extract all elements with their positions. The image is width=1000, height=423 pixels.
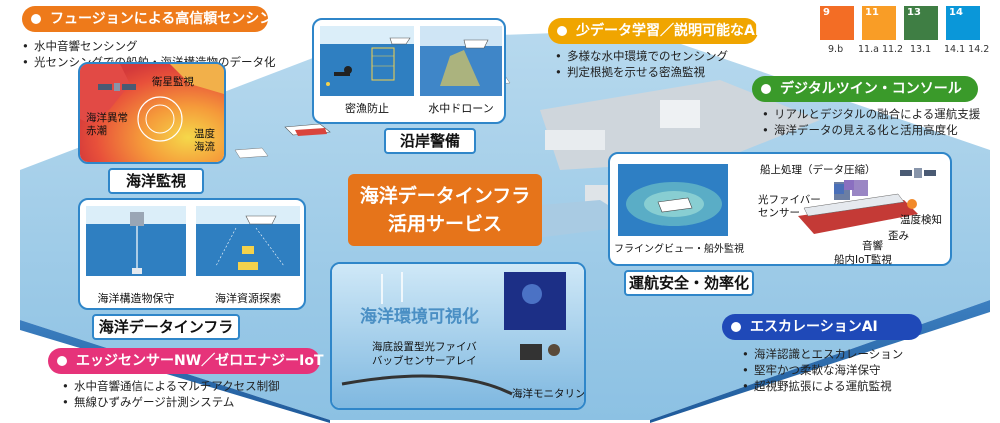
sdg-11-number: 11 xyxy=(865,7,879,18)
small-data-ai-pill: 少データ学習／説明可能なAI xyxy=(548,18,761,44)
digital-twin-title: デジタルツイン・コンソール xyxy=(780,81,962,97)
navigation-label: 運航安全・効率化 xyxy=(624,270,754,296)
fusion-bullet: 水中音響センシング xyxy=(22,38,276,54)
sdg-11-icon: 11 xyxy=(862,6,896,40)
structure-maintenance-caption: 海洋構造物保守 xyxy=(97,292,175,305)
temperature-detection-label: 温度検知 xyxy=(900,214,942,226)
escalation-ai-title: エスカレーションAI xyxy=(750,319,878,335)
sdg-14-number: 14 xyxy=(949,7,963,18)
small-data-bullets: 多様な水中環境でのセンシング 判定根拠を示せる密漁監視 xyxy=(555,48,728,80)
ocean-monitoring-card: 衛星監視 海洋異常 赤潮 温度 海流 xyxy=(78,62,226,164)
small-data-bullet: 判定根拠を示せる密漁監視 xyxy=(555,64,728,80)
flying-view-image xyxy=(618,164,728,236)
fiber-sensor-line2: センサー xyxy=(758,207,800,219)
sdg-9-icon: 9 xyxy=(820,6,854,40)
sdg-14-target: 14.1 14.2 xyxy=(944,44,990,55)
edge-sensor-bullet: 水中音響通信によるマルチアクセス制御 xyxy=(62,378,280,394)
center-title-box: 海洋データインフラ 活用サービス xyxy=(348,174,542,246)
coastal-guard-label: 沿岸警備 xyxy=(384,128,476,154)
bullet-dot-icon xyxy=(557,26,567,36)
fiber-sensor-line1: 光ファイバー xyxy=(758,194,821,206)
bullet-dot-icon xyxy=(731,322,741,332)
anti-poaching-caption: 密漁防止 xyxy=(345,102,389,115)
temperature-line: 温度 xyxy=(194,128,215,140)
ocean-anomaly-line1: 海洋異常 xyxy=(86,112,128,124)
sdg-13-number: 13 xyxy=(907,7,921,18)
fusion-sensing-pill: フュージョンによる高信頼センシング xyxy=(22,6,287,32)
ocean-monitoring-caption: 海洋モニタリング xyxy=(512,388,586,400)
small-data-ai-title: 少データ学習／説明可能なAI xyxy=(576,23,761,39)
strain-label: 歪み xyxy=(888,230,909,242)
escalation-bullet: 堅牢かつ柔軟な海洋保守 xyxy=(742,362,903,378)
sdg-14-icon: 14 xyxy=(946,6,980,40)
visualization-title: 海洋環境可視化 xyxy=(360,307,479,327)
ocean-anomaly-label: 海洋異常 赤潮 xyxy=(86,112,128,138)
digital-twin-bullet: リアルとデジタルの融合による運航支援 xyxy=(762,106,980,122)
flying-view-caption: フライングビュー・船外監視 xyxy=(614,244,744,255)
bullet-dot-icon xyxy=(57,356,67,366)
satellite-icon xyxy=(98,83,136,91)
sdg-9-number: 9 xyxy=(823,7,830,18)
edge-sensor-title: エッジセンサーNW／ゼロエナジーIoT xyxy=(76,353,324,369)
small-data-bullet: 多様な水中環境でのセンシング xyxy=(555,48,728,64)
digital-twin-bullets: リアルとデジタルの融合による運航支援 海洋データの見える化と活用高度化 xyxy=(762,106,980,138)
satellite-icon xyxy=(900,168,936,178)
seafloor-fiber-line1: 海底設置型光ファイバ xyxy=(372,341,477,353)
sdg-13-icon: 13 xyxy=(904,6,938,40)
bullet-dot-icon xyxy=(761,84,771,94)
seafloor-fiber-line2: バッブセンサーアレイ xyxy=(372,355,477,367)
bullet-dot-icon xyxy=(31,14,41,24)
escalation-bullets: 海洋認識とエスカレーション 堅牢かつ柔軟な海洋保守 超視野拡張による運航監視 xyxy=(742,346,903,394)
ocean-infra-label: 海洋データインフラ xyxy=(92,314,240,340)
satellite-monitoring-label: 衛星監視 xyxy=(152,76,194,88)
edge-sensor-bullets: 水中音響通信によるマルチアクセス制御 無線ひずみゲージ計測システム xyxy=(62,378,280,410)
edge-sensor-bullet: 無線ひずみゲージ計測システム xyxy=(62,394,280,410)
sdg-11-target: 11.a 11.2 xyxy=(858,44,904,55)
escalation-ai-pill: エスカレーションAI xyxy=(722,314,922,340)
onboard-iot-label: 船内IoT監視 xyxy=(834,254,892,266)
onboard-processing-label: 船上処理（データ圧縮） xyxy=(760,164,876,176)
center-title-line2: 活用サービス xyxy=(387,213,502,235)
center-title-line1: 海洋データインフラ xyxy=(359,185,531,207)
resource-exploration-image xyxy=(196,206,300,276)
coastal-guard-card: 密漁防止 水中ドローン xyxy=(312,18,506,124)
current-line: 海流 xyxy=(194,141,215,153)
anti-poaching-image xyxy=(320,26,414,96)
ocean-map-image xyxy=(80,64,224,162)
digital-twin-pill: デジタルツイン・コンソール xyxy=(752,76,978,102)
fusion-sensing-title: フュージョンによる高信頼センシング xyxy=(50,11,288,27)
underwater-drone-image xyxy=(420,26,502,96)
fiber-sensor-label: 光ファイバー センサー xyxy=(758,194,821,220)
structure-maintenance-image xyxy=(86,206,186,276)
resource-exploration-caption: 海洋資源探索 xyxy=(215,292,281,305)
digital-twin-bullet: 海洋データの見える化と活用高度化 xyxy=(762,122,980,138)
sdg-13-target: 13.1 xyxy=(910,44,932,55)
escalation-bullet: 海洋認識とエスカレーション xyxy=(742,346,903,362)
sdg-9-target: 9.b xyxy=(828,44,844,55)
data-cubes-icon xyxy=(834,180,854,194)
navigation-card: フライングビュー・船外監視 船上処理（データ圧縮） 光ファイバー センサー 温度… xyxy=(608,152,952,266)
edge-sensor-pill: エッジセンサーNW／ゼロエナジーIoT xyxy=(48,348,324,374)
ocean-monitoring-label: 海洋監視 xyxy=(108,168,204,194)
ocean-infra-card: 海洋構造物保守 海洋資源探索 xyxy=(78,198,306,310)
ocean-anomaly-line2: 赤潮 xyxy=(86,125,107,137)
temperature-current-label: 温度 海流 xyxy=(194,128,215,154)
underwater-drone-caption: 水中ドローン xyxy=(428,102,494,115)
seafloor-fiber-image xyxy=(332,264,584,408)
seafloor-fiber-label: 海底設置型光ファイバ バッブセンサーアレイ xyxy=(372,340,477,368)
visualization-card: 海洋環境可視化 海底設置型光ファイバ バッブセンサーアレイ 海洋モニタリング xyxy=(330,262,586,410)
escalation-bullet: 超視野拡張による運航監視 xyxy=(742,378,903,394)
acoustic-label: 音響 xyxy=(862,240,883,252)
